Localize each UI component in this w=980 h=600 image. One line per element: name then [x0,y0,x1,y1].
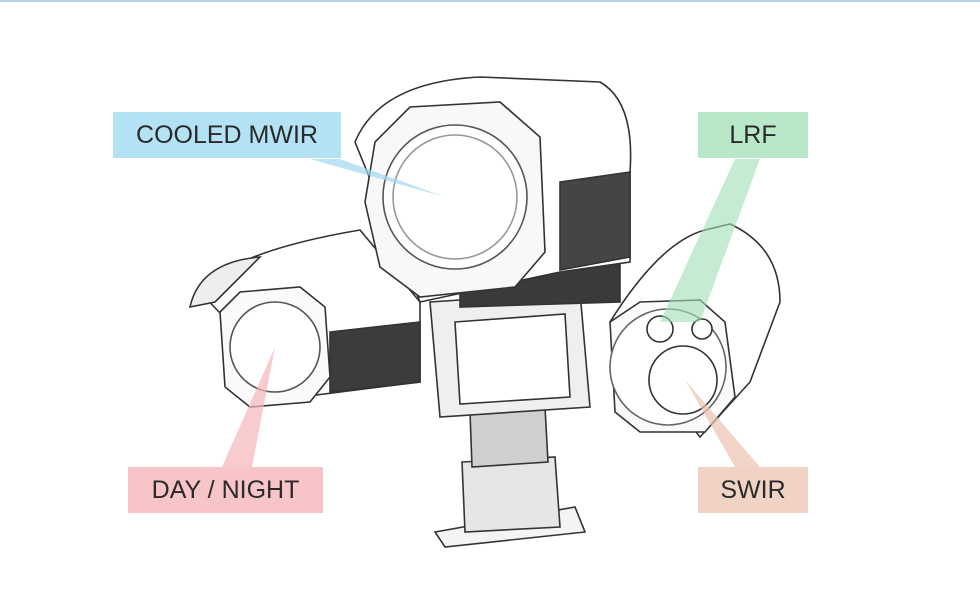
lrf-label: LRF [698,112,808,158]
swir-label: SWIR [698,467,808,513]
day-night-label: DAY / NIGHT [128,467,323,513]
mwir-pointer [310,159,445,197]
day-night-pointer [222,347,275,467]
lrf-lens-2 [691,318,713,340]
lrf-pointer [660,159,760,322]
pedestal [461,456,561,533]
lrf-lens-1 [646,315,674,343]
cooled-mwir-label: COOLED MWIR [113,112,341,158]
swir-pointer [685,380,760,467]
swir-lens [648,345,718,415]
